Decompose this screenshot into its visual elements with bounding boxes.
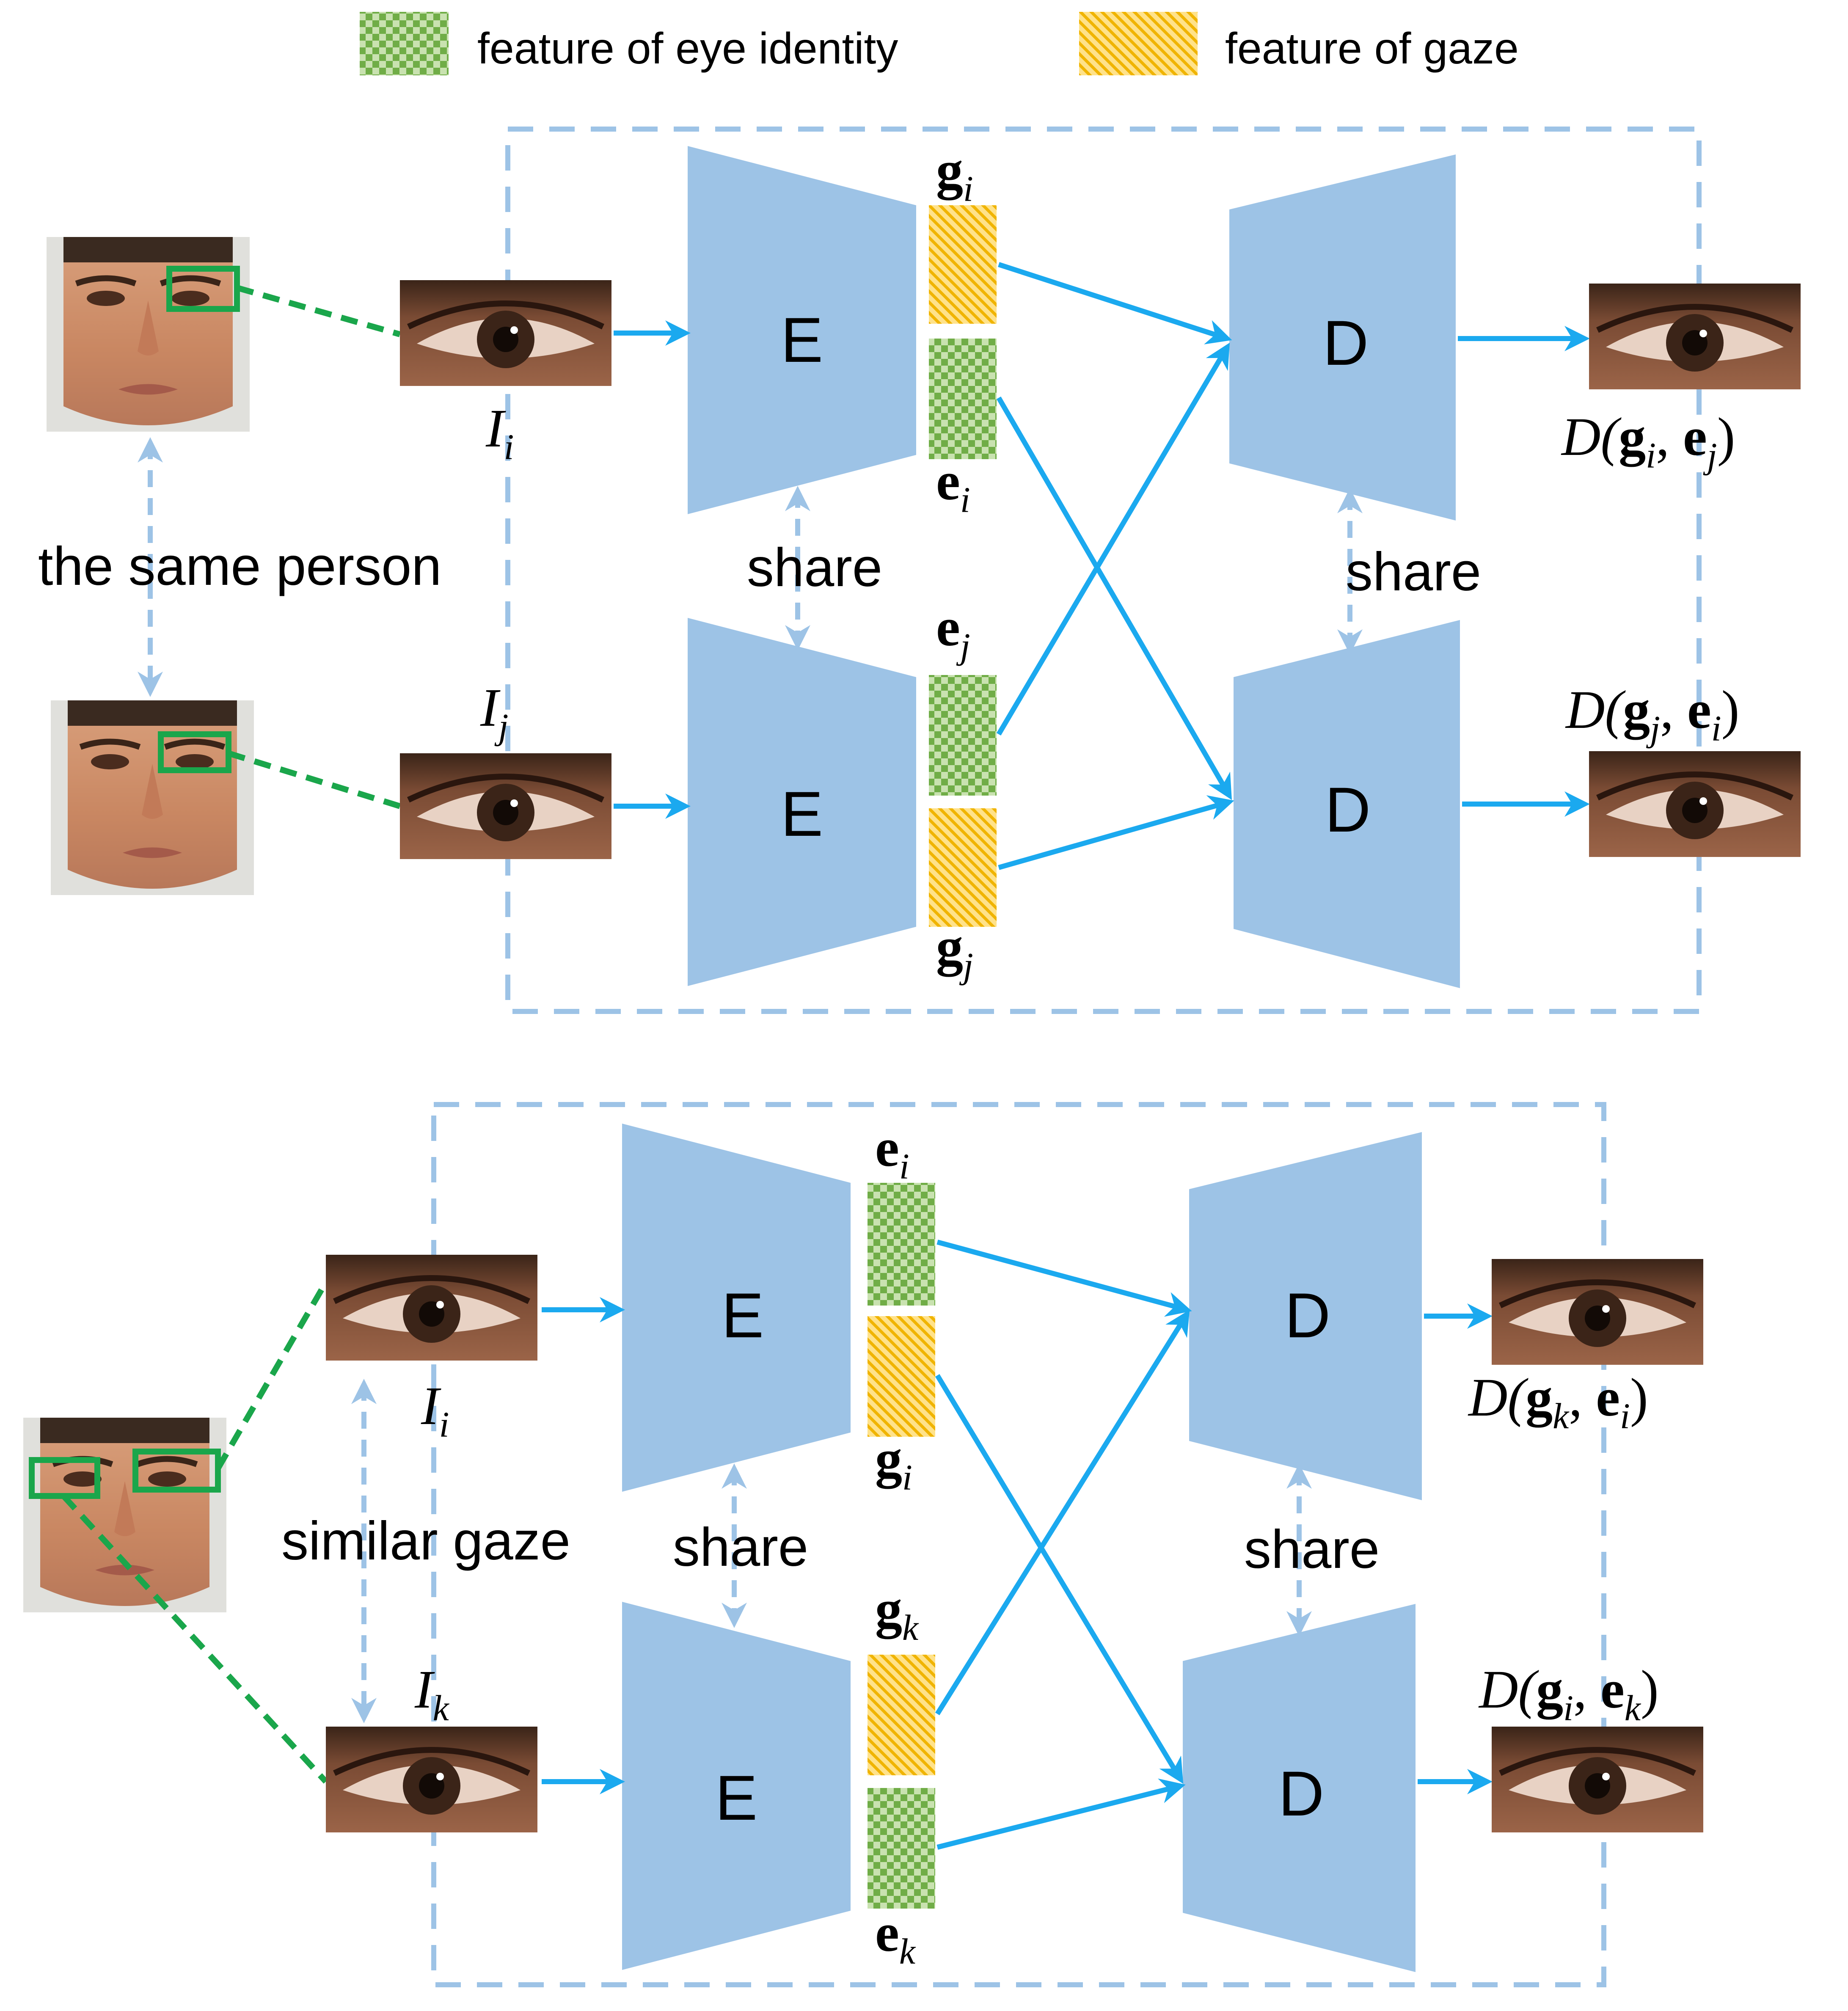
arrow-ei-to-decoder	[936, 1240, 1192, 1317]
feature-label-ei: ei	[875, 1118, 909, 1187]
eye-crop-box-top-b	[158, 731, 231, 773]
legend-gaze-label: feature of gaze	[1225, 24, 1519, 73]
decoder-letter: D	[1285, 1280, 1330, 1351]
crop-link-bottom-a	[215, 1281, 329, 1470]
relation-label-same-person: the same person	[38, 536, 441, 597]
feature-identity-ei	[929, 339, 997, 459]
share-label: share	[1346, 542, 1481, 602]
input-label-ii: Ii	[485, 398, 514, 467]
encoder-top-i	[688, 146, 916, 514]
output-label-gk-ei: D(gk, ei)	[1468, 1367, 1648, 1436]
decoder-letter: D	[1278, 1758, 1324, 1829]
legend-identity-label: feature of eye identity	[477, 24, 898, 73]
legend-gaze-swatch	[1079, 12, 1198, 75]
arrow-ek-to-decoder	[936, 1778, 1186, 1850]
input-eye-image-j	[400, 753, 611, 859]
eye-crop-box-bottom-right	[132, 1449, 221, 1493]
face-photo-bottom-person	[23, 1418, 226, 1612]
bottom-panel-dashed-border	[431, 1102, 1606, 1987]
encoder-letter: E	[722, 1280, 764, 1351]
share-label: share	[747, 537, 882, 598]
feature-label-ei: ei	[936, 451, 970, 520]
feature-label-ek: ek	[875, 1903, 916, 1972]
feature-gaze-gi	[929, 205, 997, 324]
feature-gaze-gj	[929, 808, 997, 927]
feature-label-gi: gi	[875, 1429, 912, 1498]
output-label-gi-ek: D(gi, ek)	[1478, 1659, 1659, 1728]
top-panel: the same person Ii Ij E E gi ei ej gj D …	[38, 127, 1801, 1014]
input-label-ik: Ik	[414, 1659, 450, 1728]
crop-link-top-a	[236, 285, 401, 337]
decoder-bottom-a	[1189, 1132, 1422, 1500]
encoder-letter: E	[715, 1762, 757, 1833]
arrow-gk-to-decoder	[935, 1309, 1190, 1716]
feature-identity-ei	[868, 1183, 935, 1306]
arrow-gi-to-decoder	[935, 1374, 1184, 1784]
arrow-gi-to-decoder	[998, 262, 1232, 344]
output-eye-image-bottom-b	[1492, 1727, 1703, 1832]
arrow-ei-to-decoder	[996, 396, 1232, 800]
feature-identity-ej	[929, 675, 997, 796]
output-eye-image-top-a	[1589, 284, 1801, 389]
feature-label-ej: ej	[936, 597, 970, 666]
relation-label-similar-gaze: similar gaze	[281, 1511, 570, 1571]
output-label-gj-ei: D(gj, ei)	[1565, 680, 1739, 749]
feature-label-gj: gj	[936, 917, 973, 986]
legend-identity-swatch	[360, 12, 449, 75]
input-eye-image-i	[400, 280, 611, 386]
encoder-top-j	[688, 618, 916, 986]
feature-gaze-gi	[868, 1316, 935, 1437]
output-eye-image-top-b	[1589, 751, 1801, 857]
share-label: share	[1244, 1519, 1380, 1580]
input-eye-image-i	[326, 1255, 537, 1361]
output-label-gi-ej: D(gi, ej)	[1561, 407, 1735, 476]
top-panel-dashed-border	[505, 127, 1702, 1014]
decoder-letter: D	[1323, 307, 1369, 378]
arrow-gj-to-decoder	[998, 795, 1234, 870]
crop-link-top-b	[227, 750, 401, 809]
encoder-letter: E	[781, 778, 823, 849]
crop-link-bottom-b	[61, 1494, 328, 1784]
encoder-letter: E	[781, 304, 823, 375]
input-label-ii: Ii	[421, 1376, 449, 1445]
feature-gaze-gk	[868, 1655, 935, 1775]
decoder-letter: D	[1325, 774, 1371, 845]
feature-label-gk: gk	[875, 1579, 919, 1648]
output-eye-image-bottom-a	[1492, 1259, 1703, 1365]
encoder-bottom-k	[622, 1602, 851, 1970]
bottom-panel: similar gaze Ii Ik E E ei gi gk ek D D s…	[23, 1102, 1703, 1987]
decoder-top-b	[1234, 620, 1460, 988]
legend: feature of eye identity feature of gaze	[360, 12, 1519, 75]
face-photo-top-person-b	[51, 700, 254, 895]
decoder-bottom-b	[1183, 1604, 1416, 1972]
input-eye-image-k	[326, 1727, 537, 1832]
encoder-bottom-i	[622, 1124, 851, 1492]
decoder-top-a	[1229, 154, 1456, 521]
feature-label-gi: gi	[936, 140, 973, 209]
feature-identity-ek	[868, 1788, 935, 1909]
arrow-ej-to-decoder	[996, 342, 1230, 736]
input-label-ij: Ij	[480, 678, 509, 747]
share-label: share	[673, 1517, 808, 1578]
